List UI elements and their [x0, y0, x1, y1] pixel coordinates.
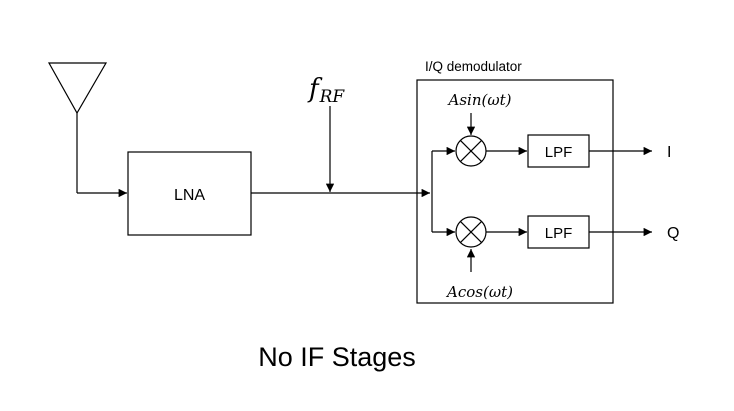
- output-q-label: Q: [667, 225, 679, 242]
- lpf-bottom-block: LPF: [527, 215, 590, 249]
- frf-subscript: RF: [319, 87, 346, 107]
- lna-label: LNA: [174, 187, 205, 204]
- frf-label: fRF: [307, 74, 345, 107]
- output-i-label: I: [667, 144, 671, 161]
- mixer-top-icon: [455, 135, 487, 167]
- lna-block: LNA: [127, 151, 252, 236]
- iq-demodulator-box: [416, 79, 614, 304]
- mixer-bottom-icon: [455, 216, 487, 248]
- lpf-top-label: LPF: [545, 144, 573, 161]
- svg-text:fRF: fRF: [307, 74, 345, 107]
- demod-title: I/Q demodulator: [425, 59, 522, 74]
- antenna-icon: [47, 62, 108, 193]
- split-wiring: [431, 146, 455, 237]
- lpf-top-block: LPF: [527, 134, 590, 168]
- caption: No IF Stages: [258, 342, 416, 372]
- lpf-bottom-label: LPF: [545, 225, 573, 242]
- lo-top-label: Asin(ωt): [447, 91, 512, 109]
- lo-bottom-label: Acos(ωt): [445, 283, 513, 301]
